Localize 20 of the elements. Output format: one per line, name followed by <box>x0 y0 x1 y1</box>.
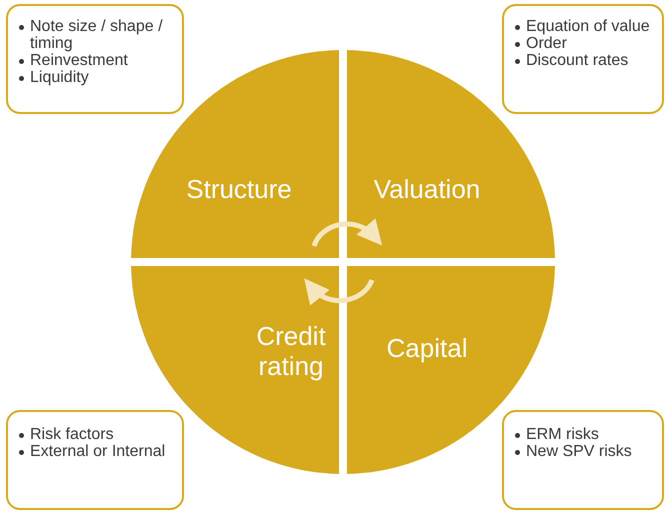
bullet-item: External or Internal <box>30 443 166 460</box>
bullet-item: Reinvestment <box>30 52 129 69</box>
cycle-arrow <box>304 278 374 306</box>
quadrant-label: Capital <box>386 333 468 363</box>
text-card <box>6 4 184 114</box>
bullet-item: Order <box>526 35 568 52</box>
quadrant-label: Valuation <box>372 174 482 204</box>
bullet-item: Liquidity <box>30 69 90 86</box>
bullet-item: ERM risks <box>526 426 600 443</box>
quadrant-label: Credit rating <box>255 321 327 381</box>
bullet-item: New SPV risks <box>526 443 633 460</box>
text-card <box>6 410 184 510</box>
text-card <box>502 4 664 114</box>
bullet-item: Discount rates <box>526 52 630 69</box>
cycle-arrow <box>312 218 383 247</box>
text-card <box>502 410 664 510</box>
quadrant-label: Structure <box>185 174 293 204</box>
bullet-item: Note size / shape / timing <box>30 18 164 52</box>
bullet-item: Equation of value <box>526 18 651 35</box>
bullet-item: Risk factors <box>30 426 115 443</box>
